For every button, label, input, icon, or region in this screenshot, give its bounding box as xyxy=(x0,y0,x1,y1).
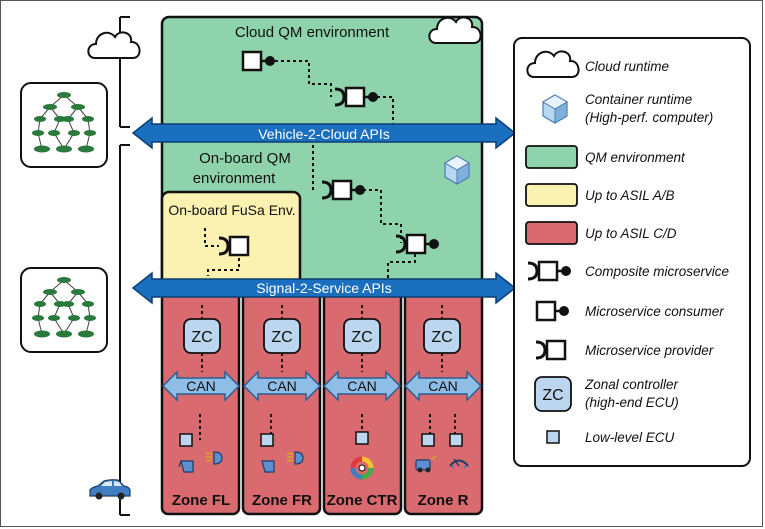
wiper-icon xyxy=(449,458,469,469)
mirror-icon-fr xyxy=(261,460,275,473)
cloud-qm-label: Cloud QM environment xyxy=(235,24,390,41)
legend-zc-icon: ZC xyxy=(534,376,572,412)
svg-text:ZC: ZC xyxy=(191,329,212,346)
headlight-icon-fr xyxy=(286,451,304,465)
legend-provider-label: Microservice provider xyxy=(585,343,714,358)
service-connections xyxy=(199,60,456,440)
vehicle-to-cloud-label: Vehicle-2-Cloud APIs xyxy=(258,126,390,142)
onboard-qm-label-line1: On-board QM xyxy=(199,150,291,167)
top-tree-icon xyxy=(20,82,108,168)
legend-ecu-label: Low-level ECU xyxy=(585,430,675,445)
zone-r-label: Zone R xyxy=(418,492,469,509)
svg-text:CAN: CAN xyxy=(347,378,377,394)
zone-fr-controller: ZC xyxy=(263,318,301,354)
bottom-tree-icon xyxy=(20,267,108,353)
legend-container-sub: (High-perf. computer) xyxy=(585,110,713,125)
onboard-fusa-label: On-board FuSa Env. xyxy=(168,202,295,218)
zone-fr-label: Zone FR xyxy=(252,492,312,509)
rear-light-icon xyxy=(415,455,437,473)
signal-to-service-label: Signal-2-Service APIs xyxy=(256,280,391,296)
legend-asil-ab-swatch xyxy=(525,183,578,207)
svg-text:ZC: ZC xyxy=(351,329,372,346)
vehicle-to-cloud-bus: Vehicle-2-Cloud APIs xyxy=(131,116,517,150)
zone-fr-can: CAN xyxy=(243,371,321,401)
zone-r-ecu-2 xyxy=(449,433,463,447)
zone-fr-ecu-1 xyxy=(260,433,274,447)
zone-r-ecu-1 xyxy=(421,433,435,447)
zone-r-can: CAN xyxy=(404,371,482,401)
svg-text:ZC: ZC xyxy=(542,387,563,404)
legend: Cloud runtime Container runtime (High-pe… xyxy=(513,37,751,467)
legend-consumer-label: Microservice consumer xyxy=(585,304,724,319)
zone-fl-can: CAN xyxy=(162,371,240,401)
left-cloud-icon xyxy=(87,31,141,59)
legend-ecu-icon xyxy=(546,430,560,444)
legend-composite-label: Composite microservice xyxy=(585,264,729,279)
svg-text:ZC: ZC xyxy=(271,329,292,346)
zone-ctr-label: Zone CTR xyxy=(327,492,398,509)
svg-text:CAN: CAN xyxy=(267,378,297,394)
legend-zc-label: Zonal controller xyxy=(584,377,679,392)
zone-fl-ecu-1 xyxy=(179,433,193,447)
hierarchy-bracket xyxy=(119,16,130,516)
zone-ctr-ecu xyxy=(355,431,369,445)
zone-ctr-controller: ZC xyxy=(343,318,381,354)
legend-cloud-label: Cloud runtime xyxy=(585,59,669,74)
svg-text:ZC: ZC xyxy=(431,329,452,346)
car-icon xyxy=(89,479,131,500)
svg-text:CAN: CAN xyxy=(428,378,458,394)
onboard-qm-label-line2: environment xyxy=(193,170,276,187)
legend-asil-cd-label: Up to ASIL C/D xyxy=(585,226,677,241)
legend-qm-label: QM environment xyxy=(585,150,686,165)
color-wheel-icon xyxy=(350,456,374,480)
mirror-icon xyxy=(178,460,194,473)
legend-zc-sub: (high-end ECU) xyxy=(585,395,679,410)
zone-ctr-can: CAN xyxy=(323,371,401,401)
legend-asil-cd-swatch xyxy=(525,221,578,245)
svg-text:CAN: CAN xyxy=(186,378,216,394)
zone-fl-label: Zone FL xyxy=(172,492,230,509)
zone-fl-controller: ZC xyxy=(183,318,221,354)
legend-qm-swatch xyxy=(525,145,578,169)
legend-asil-ab-label: Up to ASIL A/B xyxy=(585,188,675,203)
legend-container-label: Container runtime xyxy=(585,92,692,107)
zone-r-controller: ZC xyxy=(423,318,461,354)
headlight-icon xyxy=(205,451,223,465)
